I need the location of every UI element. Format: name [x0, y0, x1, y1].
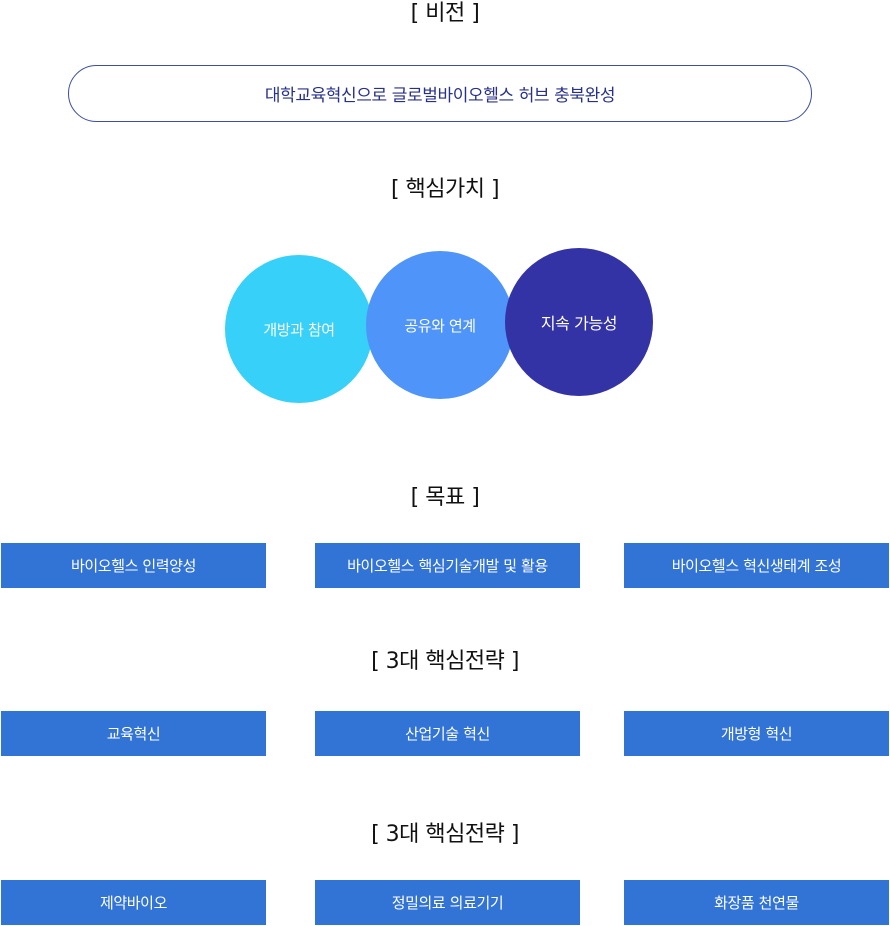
strategy-box: 교육혁신	[1, 711, 266, 756]
goal-box: 바이오헬스 혁신생태계 조성	[624, 543, 889, 588]
goal-box: 바이오헬스 인력양성	[1, 543, 266, 588]
core-value-label: 지속 가능성	[540, 314, 618, 333]
fields-heading: [ 3대 핵심전략 ]	[371, 822, 519, 847]
goals-heading: [ 목표 ]	[410, 485, 480, 510]
field-box: 화장품 천연물	[624, 880, 889, 925]
field-box: 제약바이오	[1, 880, 266, 925]
core-value-openness: 개방과 참여	[225, 255, 373, 403]
goal-box: 바이오헬스 핵심기술개발 및 활용	[315, 543, 580, 588]
strategy-box: 개방형 혁신	[624, 711, 889, 756]
vision-statement: 대학교육혁신으로 글로벌바이오헬스 허브 충북완성	[68, 65, 812, 122]
core-value-label: 공유와 연계	[404, 316, 476, 335]
strategy-box: 산업기술 혁신	[315, 711, 580, 756]
core-value-label: 개방과 참여	[263, 320, 335, 339]
core-value-sharing: 공유와 연계	[366, 251, 514, 399]
field-box: 정밀의료 의료기기	[315, 880, 580, 925]
strategies-heading: [ 3대 핵심전략 ]	[371, 649, 519, 674]
core-value-sustainability: 지속 가능성	[505, 248, 653, 396]
vision-heading: [ 비전 ]	[410, 1, 480, 26]
core-values-heading: [ 핵심가치 ]	[390, 177, 500, 202]
